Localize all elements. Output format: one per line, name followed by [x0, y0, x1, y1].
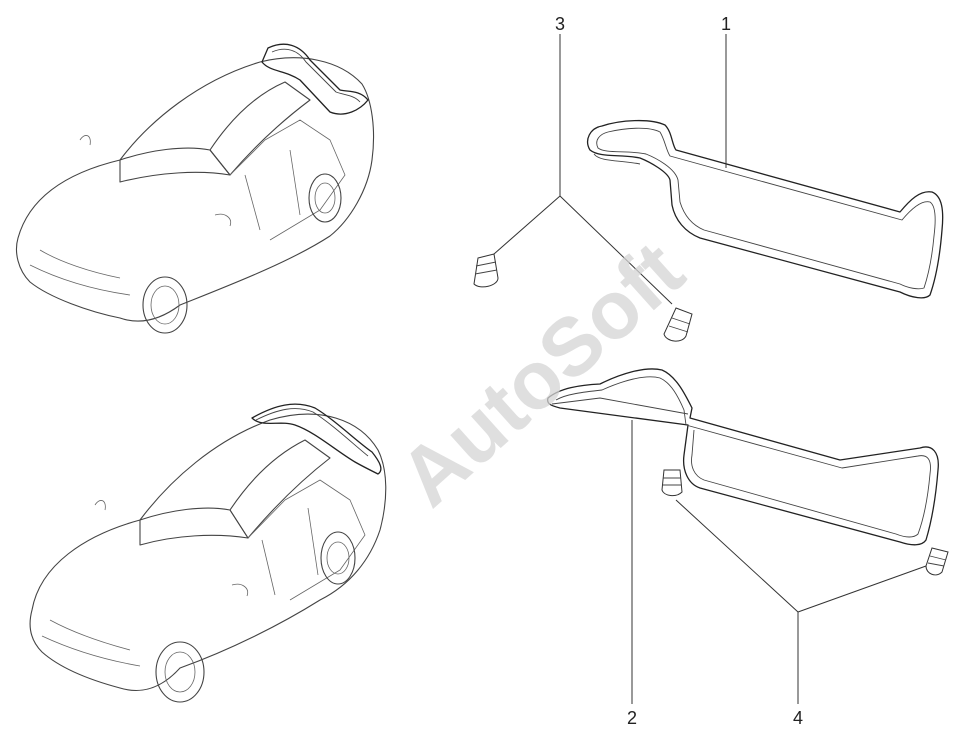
plug-part-4-left	[661, 469, 683, 497]
callout-1: 1	[721, 14, 731, 34]
callout-4: 4	[793, 708, 803, 728]
leader-lines	[493, 34, 927, 704]
plug-part-3-left	[473, 253, 499, 288]
trunk-seal-part-1	[587, 119, 944, 299]
watermark-text: AutoSoft	[383, 225, 701, 524]
plug-part-4-right	[925, 547, 949, 576]
trunk-seal-part-2	[546, 368, 939, 546]
sedan-top-illustration	[15, 43, 375, 334]
plug-part-3-right	[663, 307, 693, 342]
callout-2: 2	[627, 708, 637, 728]
callout-3: 3	[555, 14, 565, 34]
sedan-bottom-illustration	[29, 403, 387, 703]
